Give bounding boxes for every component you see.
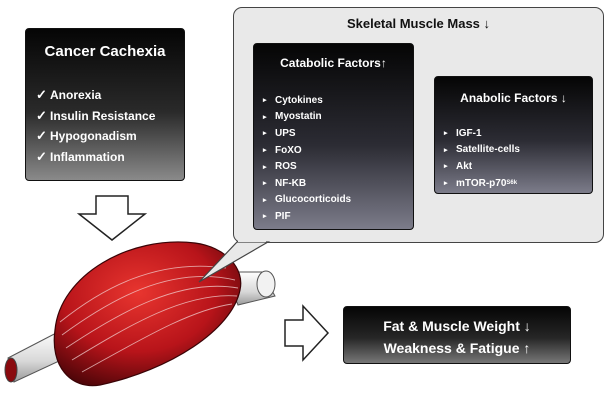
check-icon: ✓ — [36, 87, 47, 103]
cachexia-title: Cancer Cachexia — [44, 43, 166, 60]
catabolic-list: ▸Cytokines ▸Myostatin ▸UPS ▸FoXO ▸ROS ▸N… — [263, 92, 351, 225]
list-item: ▸Akt — [444, 160, 473, 172]
catabolic-factors-box: Catabolic Factors↑ ▸Cytokines ▸Myostatin… — [253, 43, 414, 230]
down-arrow-icon — [76, 195, 148, 241]
triangle-bullet-icon: ▸ — [444, 163, 448, 171]
triangle-bullet-icon: ▸ — [263, 213, 267, 221]
triangle-bullet-icon: ▸ — [444, 146, 448, 154]
left-tendon-end — [4, 357, 18, 383]
bubble-title: Skeletal Muscle Mass ↓ — [346, 16, 491, 31]
list-item: ▸Myostatin — [263, 111, 322, 123]
muscle-belly — [53, 241, 242, 387]
triangle-bullet-icon: ▸ — [263, 196, 267, 204]
triangle-bullet-icon: ▸ — [444, 180, 448, 188]
triangle-bullet-icon: ▸ — [263, 180, 267, 188]
right-tendon-end — [256, 270, 276, 298]
list-item: ▸Cytokines — [263, 94, 323, 106]
list-item: ▸NF-KB — [263, 177, 307, 189]
cancer-cachexia-box: Cancer Cachexia ✓ Anorexia ✓ Insulin Res… — [25, 28, 185, 181]
triangle-bullet-icon: ▸ — [263, 147, 267, 155]
check-icon: ✓ — [36, 107, 47, 123]
anabolic-factors-box: Anabolic Factors ↓ ▸IGF-1 ▸Satellite-cel… — [434, 76, 593, 194]
anabolic-title: Anabolic Factors ↓ — [460, 91, 567, 105]
triangle-bullet-icon: ▸ — [263, 130, 267, 138]
check-icon: ✓ — [36, 128, 47, 144]
list-item: ▸UPS — [263, 127, 296, 139]
list-item: ▸Satellite-cells — [444, 144, 520, 156]
triangle-bullet-icon: ▸ — [263, 97, 267, 105]
list-item: ▸ROS — [263, 161, 297, 173]
triangle-bullet-icon: ▸ — [263, 163, 267, 171]
list-item: ✓ Inflammation — [36, 148, 125, 164]
cachexia-list: ✓ Anorexia ✓ Insulin Resistance ✓ Hypogo… — [36, 85, 155, 167]
list-item: ▸Glucocorticoids — [263, 194, 352, 206]
list-item: ▸PIF — [263, 210, 291, 222]
right-arrow-icon — [284, 304, 330, 362]
result-line-fat-muscle: Fat & Muscle Weight ↓ — [383, 318, 531, 334]
triangle-bullet-icon: ▸ — [263, 113, 267, 121]
list-item: ✓ Anorexia — [36, 87, 102, 103]
result-box: Fat & Muscle Weight ↓ Weakness & Fatigue… — [343, 306, 571, 364]
catabolic-title: Catabolic Factors↑ — [280, 56, 387, 70]
result-line-weakness: Weakness & Fatigue ↑ — [383, 340, 531, 356]
list-item: ✓ Insulin Resistance — [36, 107, 156, 123]
list-item: ▸FoXO — [263, 144, 302, 156]
list-item: ✓ Hypogonadism — [36, 128, 137, 144]
check-icon: ✓ — [36, 148, 47, 164]
triangle-bullet-icon: ▸ — [444, 130, 448, 138]
list-item: ▸IGF-1 — [444, 127, 482, 139]
